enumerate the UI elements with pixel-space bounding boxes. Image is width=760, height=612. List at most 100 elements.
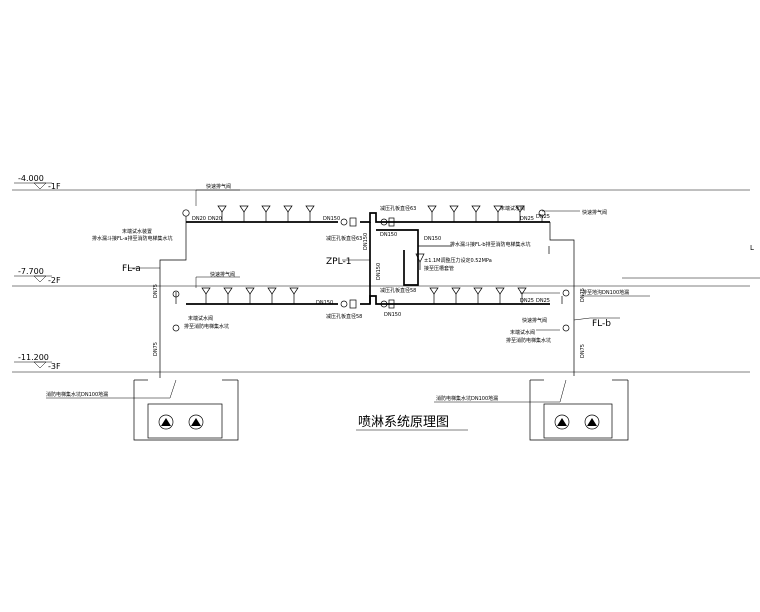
label-dn150: DN150 <box>380 232 397 238</box>
label-dn75: DN75 <box>153 342 159 356</box>
label-dn25: DN25 <box>520 216 534 222</box>
level-floor-2f: -2F <box>48 276 61 285</box>
label-dn150: DN150 <box>376 263 382 280</box>
orifice-plate-icon <box>349 299 357 309</box>
diagram-title: 喷淋系统原理图 <box>358 415 449 430</box>
pipe-network <box>159 212 575 378</box>
sprinkler-head <box>201 287 211 304</box>
label-dn150: DN150 <box>323 216 340 222</box>
label-orifice-58-top: 减压孔板直径58 <box>380 287 416 294</box>
sprinkler-head <box>473 287 483 304</box>
floor-level-lines <box>12 189 750 373</box>
label-dn25: DN25 <box>520 298 534 304</box>
sprinkler-head <box>493 205 503 222</box>
sprinkler-head <box>495 287 505 304</box>
sprinkler-head <box>517 287 527 304</box>
riser-fl-b-pipe <box>549 222 575 376</box>
pump-impeller <box>191 418 201 426</box>
label-dn75: DN75 <box>580 288 586 302</box>
orifice-plate-icon <box>388 217 395 227</box>
lower-branch-right <box>360 295 550 305</box>
pump-pit-left <box>133 379 239 441</box>
sprinkler-head <box>427 205 437 222</box>
sprinkler-head <box>261 205 271 222</box>
riser-tag-fl-b: FL-b <box>592 319 611 329</box>
label-dn150: DN150 <box>424 236 441 242</box>
leader-line <box>573 317 591 321</box>
gate-valve-icon <box>380 218 388 226</box>
pump-pit-right <box>529 379 629 441</box>
gate-valve-icon <box>340 300 348 308</box>
label-drain-pit-pipe: 排至地沟DN100地漏 <box>582 289 629 296</box>
label-drain-to-pit-a: 排水漏斗接FL-a排至消防电梯集水坑 <box>92 235 172 242</box>
label-orifice-58: 减压孔板直径58 <box>326 313 362 320</box>
level-floor-3f: -3F <box>48 362 61 371</box>
sprinkler-head <box>305 205 315 222</box>
pump-housing-left <box>147 403 223 439</box>
level-floor-1f: -1F <box>48 182 61 191</box>
orifice-plate-icon <box>388 299 395 309</box>
label-pit-left: 消防电梯集水坑DN100地漏 <box>46 391 108 398</box>
sprinkler-head <box>239 205 249 222</box>
label-dn150: DN150 <box>384 312 401 318</box>
pump-impeller <box>161 418 171 426</box>
sprinkler-head <box>267 287 277 304</box>
pressure-gauge-icon <box>182 209 190 217</box>
label-dn75: DN75 <box>153 284 159 298</box>
label-end-test-valve-a: 末端试水阀 <box>188 315 213 322</box>
riser-tag-zpl-1: ZPL-1 <box>326 257 351 267</box>
label-end-test-valve: 末端试水阀 <box>500 205 525 212</box>
annotations: 快速排气阀 末端试水装置 排水漏斗接FL-a排至消防电梯集水坑 DN20 DN2… <box>46 183 754 430</box>
label-end-test-valve-b: 末端试水阀 <box>510 329 535 336</box>
drain-funnel-icon <box>562 324 570 332</box>
alarm-valve-loop <box>376 229 419 286</box>
pump-impeller <box>557 418 567 426</box>
label-dn25: DN25 <box>536 214 550 220</box>
gate-valve-icon <box>340 218 348 226</box>
leader-line <box>169 379 177 399</box>
pump-icon <box>158 414 174 430</box>
pit-outline-left <box>133 380 239 441</box>
riser-fl-a-pipe <box>159 222 187 378</box>
gate-valve-icon <box>380 300 388 308</box>
corner-mark: L <box>750 244 754 252</box>
level-triangle-2f <box>33 275 47 283</box>
pump-impeller <box>587 418 597 426</box>
label-drain-to-pit-left: 排至消防电梯集水坑 <box>184 323 229 330</box>
level-triangle-3f <box>33 361 47 369</box>
label-air-valve-lower: 快速排气阀 <box>210 271 235 278</box>
pump-icon <box>554 414 570 430</box>
label-pressure-note: ±1.1M调整压力设定0.52MPa <box>424 257 492 264</box>
label-dn20: DN20 <box>192 216 206 222</box>
level-elev-2f: -7.700 <box>18 267 44 276</box>
level-marker-2f: -7.700 -2F <box>14 267 61 285</box>
drain-funnel-icon <box>172 324 180 332</box>
sprinkler-head <box>283 205 293 222</box>
sprinkler-head <box>471 205 481 222</box>
sprinkler-head <box>515 205 525 222</box>
level-elev-1f: -4.000 <box>18 174 44 183</box>
label-dn25: DN25 <box>536 298 550 304</box>
label-dn75: DN75 <box>580 344 586 358</box>
sprinkler-head <box>449 205 459 222</box>
alarm-valve-icon <box>415 253 425 263</box>
sprinkler-head <box>289 287 299 304</box>
level-marker-1f: -4.000 -1F <box>14 174 61 191</box>
level-triangle-1f <box>33 182 47 190</box>
orifice-plate-icon <box>349 217 357 227</box>
label-dn150: DN150 <box>363 233 369 250</box>
sprinkler-heads-upper <box>217 205 525 222</box>
upper-branch-right <box>360 212 550 223</box>
sprinkler-head <box>451 287 461 304</box>
sprinkler-head <box>429 287 439 304</box>
label-air-valve-right: 快速排气阀 <box>582 209 607 216</box>
label-pit-right: 消防电梯集水坑DN100地漏 <box>436 395 498 402</box>
pump-icon <box>188 414 204 430</box>
label-dn20: DN20 <box>208 216 222 222</box>
label-air-valve-b: 快速排气阀 <box>522 317 547 324</box>
valves <box>172 209 570 332</box>
level-elev-3f: -11.200 <box>18 353 49 362</box>
label-dn150: DN150 <box>316 300 333 306</box>
